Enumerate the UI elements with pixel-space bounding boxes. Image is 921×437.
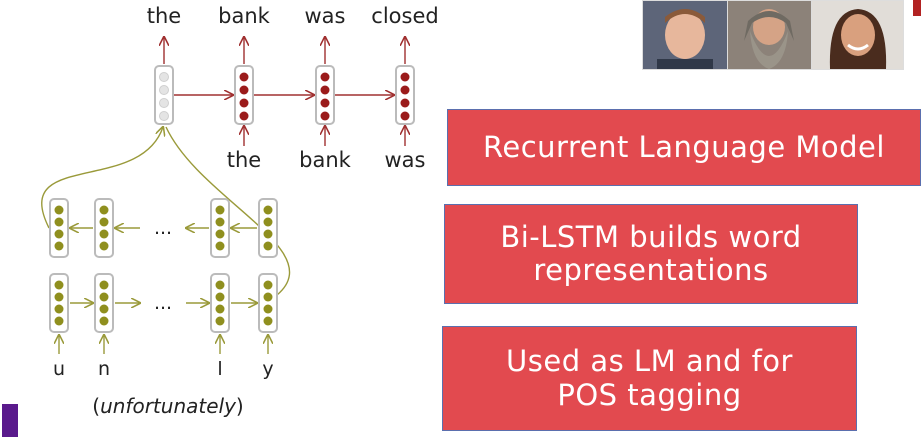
person-photo-icon (643, 1, 727, 69)
participant-photo-3 (811, 0, 904, 70)
rnn-cell-2 (234, 65, 254, 125)
caption-close: ) (236, 394, 244, 418)
char-n: n (98, 358, 110, 380)
char-input-arrows (59, 335, 268, 354)
input-arrows (244, 126, 405, 146)
char-l: l (217, 358, 222, 380)
slide-corner-marker (2, 404, 18, 437)
backward-ellipsis: ... (154, 217, 172, 239)
callout-bilstm-line1: Bi-LSTM builds word (500, 219, 802, 254)
forward-lstm-row (49, 273, 278, 333)
top-word-4: closed (371, 4, 438, 28)
rnn-cell-3 (315, 65, 335, 125)
person-photo-icon (812, 1, 903, 69)
char-u: u (53, 358, 65, 380)
char-y: y (262, 358, 273, 380)
bilstm-to-lm-curves (41, 127, 291, 296)
callout-lm-pos: Used as LM and for POS tagging (442, 326, 857, 431)
word-caption: (unfortunately) (92, 394, 243, 418)
callout-bilstm-line2: representations (533, 253, 769, 287)
callout-bilstm: Bi-LSTM builds word representations (444, 204, 858, 304)
input-word-3: was (385, 148, 426, 172)
callout-recurrent-lm-text: Recurrent Language Model (483, 129, 885, 164)
output-arrows (164, 37, 405, 64)
caption-open: ( (92, 394, 100, 418)
callout-recurrent-lm: Recurrent Language Model (447, 109, 921, 186)
callout-lm-pos-line2: POS tagging (557, 377, 742, 412)
input-word-1: the (227, 148, 261, 172)
top-word-1: the (147, 4, 181, 28)
participant-photo-1 (642, 0, 728, 70)
top-word-2: bank (218, 4, 271, 28)
backward-lstm-row (49, 198, 278, 258)
initial-cell (154, 65, 174, 125)
forward-ellipsis: ... (154, 292, 172, 314)
person-photo-icon (728, 1, 811, 69)
diagram: the bank was closed (41, 4, 439, 418)
caption-word: unfortunately (100, 394, 237, 418)
edge-marker (913, 0, 921, 16)
top-word-3: was (305, 4, 346, 28)
participant-photo-2 (727, 0, 812, 70)
rnn-cell-4 (395, 65, 415, 125)
input-word-2: bank (299, 148, 352, 172)
callout-lm-pos-line1: Used as LM and for (506, 344, 793, 379)
